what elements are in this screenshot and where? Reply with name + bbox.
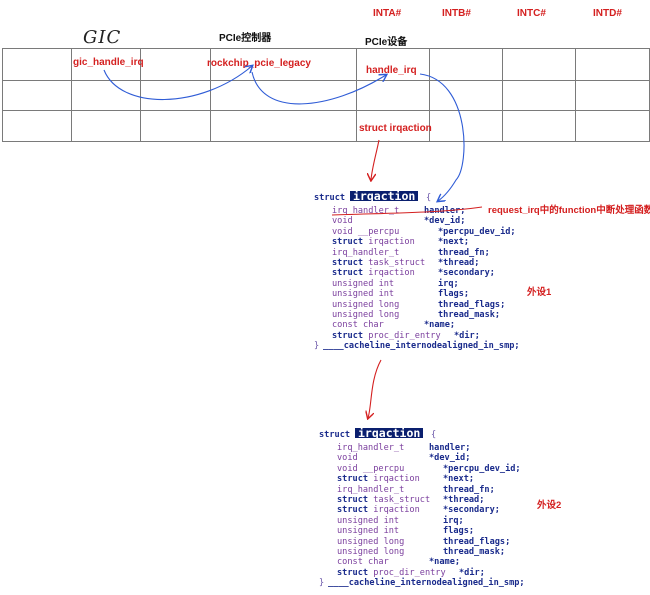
field-type: void __percpu	[337, 463, 405, 474]
struct-close-brace: }	[314, 341, 320, 352]
field-type: void __percpu	[332, 226, 400, 237]
grid-cell	[356, 110, 431, 142]
grid-cell	[139, 110, 211, 142]
field-name: *percpu_dev_id;	[443, 463, 521, 474]
handle-irq-label: handle_irq	[366, 65, 417, 76]
field-name: *thread;	[438, 257, 480, 268]
field-name: thread_flags;	[438, 299, 506, 310]
pcie-device-label: PCIe设备	[365, 37, 408, 48]
field-type: const char	[337, 557, 389, 568]
device1-annotation: 外设1	[527, 287, 552, 298]
field-name: *next;	[438, 237, 470, 248]
field-type: struct proc_dir_entry	[337, 567, 446, 578]
struct-name-highlight: irqaction	[350, 190, 419, 202]
struct-close-brace: }	[319, 578, 325, 589]
grid-cell	[139, 48, 211, 81]
intc-header: INTC#	[517, 8, 546, 19]
field-type: struct irqaction	[337, 505, 420, 516]
arrow-handle-irq-to-handler	[419, 73, 465, 201]
grid-cell	[575, 110, 650, 142]
field-type: irq_handler_t	[332, 206, 400, 216]
field-type: struct irqaction	[332, 237, 415, 248]
field-type: irq_handler_t	[337, 443, 405, 453]
field-type: void	[332, 216, 353, 227]
field-name: *name;	[429, 557, 461, 568]
grid-cell	[70, 48, 141, 81]
field-name: thread_flags;	[443, 536, 511, 547]
field-name: *next;	[443, 474, 475, 485]
field-name: handler;	[429, 443, 471, 453]
field-type: struct irqaction	[332, 268, 415, 279]
arrow-gic-to-controller	[103, 66, 252, 101]
field-type: unsigned long	[332, 309, 400, 320]
arrow-struct-to-block1	[371, 139, 380, 180]
field-name: thread_mask;	[443, 546, 506, 557]
struct-tail-attribute: ____cacheline_internodealigned_in_smp;	[328, 578, 525, 589]
struct-open-brace: {	[431, 430, 437, 440]
grid-cell	[209, 110, 358, 142]
field-name: irq;	[443, 515, 464, 526]
grid-cell	[502, 110, 577, 142]
field-type: const char	[332, 320, 384, 331]
intd-header: INTD#	[593, 8, 622, 19]
interrupt-grid	[2, 48, 650, 142]
field-name: flags;	[438, 289, 470, 300]
field-name: *dev_id;	[424, 216, 466, 227]
field-name: *dev_id;	[429, 453, 471, 464]
field-type: unsigned long	[337, 536, 405, 547]
field-type: struct irqaction	[337, 474, 420, 485]
field-name: thread_fn;	[443, 484, 495, 495]
field-type: struct task_struct	[332, 257, 426, 268]
grid-cell	[575, 80, 650, 111]
grid-cell	[429, 110, 504, 142]
struct-keyword: struct	[319, 430, 351, 440]
field-name: thread_fn;	[438, 247, 490, 258]
gic-label: GIC	[83, 27, 122, 48]
grid-cell	[2, 110, 72, 142]
inta-header: INTA#	[373, 8, 402, 19]
field-type: unsigned int	[332, 289, 395, 300]
field-type: irq_handler_t	[332, 247, 400, 258]
grid-cell	[575, 48, 650, 81]
field-name: *dir;	[459, 567, 485, 578]
grid-row	[2, 48, 650, 81]
field-type: irq_handler_t	[337, 484, 405, 495]
field-name: *dir;	[454, 330, 480, 341]
gic-handle-irq-label: gic_handle_irq	[73, 57, 144, 68]
field-type: unsigned int	[332, 278, 395, 289]
struct-name-highlight: irqaction	[355, 427, 424, 439]
field-name: thread_mask;	[438, 309, 501, 320]
field-name: irq;	[438, 278, 459, 289]
grid-cell	[70, 80, 141, 111]
field-name: *secondary;	[438, 268, 495, 279]
struct-open-brace: {	[426, 193, 432, 203]
field-name: *percpu_dev_id;	[438, 226, 516, 237]
device2-annotation: 外设2	[537, 500, 562, 511]
field-type: void	[337, 453, 358, 464]
field-name: flags;	[443, 526, 475, 537]
field-type: struct proc_dir_entry	[332, 330, 441, 341]
intb-header: INTB#	[442, 8, 471, 19]
handler-underline	[331, 206, 483, 216]
grid-cell	[70, 110, 141, 142]
field-type: unsigned long	[337, 546, 405, 557]
arrow-controller-to-device	[251, 71, 386, 105]
grid-row	[2, 80, 650, 111]
pcie-controller-label: PCIe控制器	[219, 33, 272, 44]
field-name: *name;	[424, 320, 456, 331]
field-type: unsigned long	[332, 299, 400, 310]
struct-keyword: struct	[314, 193, 346, 203]
field-name: *secondary;	[443, 505, 500, 516]
arrow-block1-to-block2	[368, 359, 382, 418]
field-type: unsigned int	[337, 526, 400, 537]
field-type: struct task_struct	[337, 494, 431, 505]
request-irq-annotation: request_irq中的function中断处理函数	[488, 205, 650, 216]
struct-irqaction-label: struct irqaction	[359, 123, 432, 134]
struct-tail-attribute: ____cacheline_internodealigned_in_smp;	[323, 341, 520, 352]
field-name: *thread;	[443, 494, 485, 505]
rockchip-pcie-legacy-label: rockchip_pcie_legacy	[207, 58, 311, 69]
field-type: unsigned int	[337, 515, 400, 526]
grid-row	[2, 110, 650, 142]
